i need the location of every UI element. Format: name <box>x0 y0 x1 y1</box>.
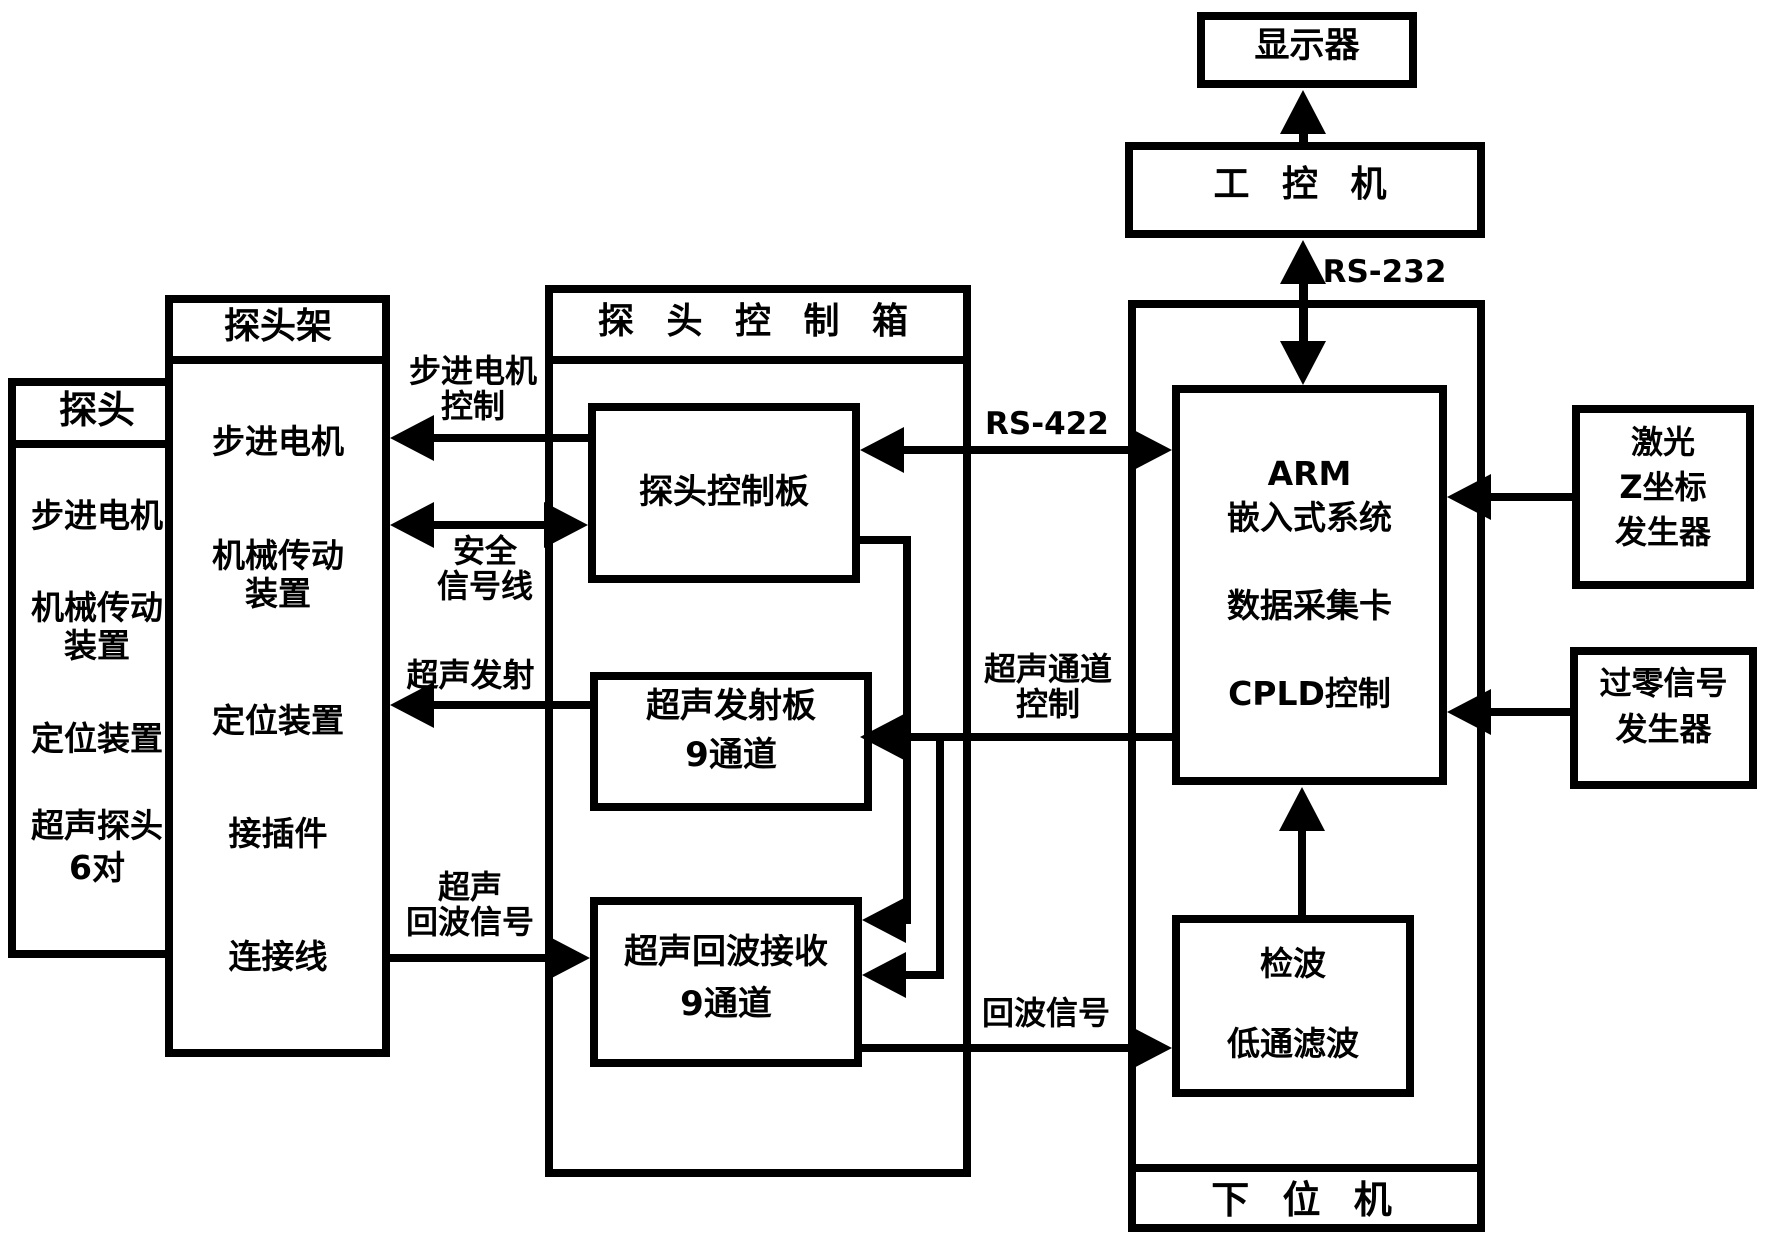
safety-arrowhead-right-icon <box>544 502 588 548</box>
echo-left-label: 超声 回波信号 <box>395 870 545 939</box>
safety-line-label-line1: 安全 <box>452 532 517 570</box>
laser-z-generator-line: 发生器 <box>1614 513 1711 551</box>
probe-frame-item: 步进电机 <box>212 422 344 461</box>
detector-line1: 检波 <box>1260 944 1326 983</box>
probe-control-cabinet-title-separator <box>545 356 971 364</box>
channel-control-label-line2: 控制 <box>1015 684 1080 723</box>
rs422-shaft <box>898 446 1134 454</box>
probe-box <box>8 378 186 958</box>
echo-right-label: 回波信号 <box>981 994 1110 1032</box>
arm-system-line: 嵌入式系统 <box>1227 498 1392 537</box>
zero-crossing-generator-box <box>1570 647 1757 789</box>
channel-feedback-drop2-h <box>900 971 944 979</box>
probe-frame-title: 探头架 <box>223 306 332 347</box>
channel-feedback-drop2-arrowhead-icon <box>862 952 906 998</box>
probe-item: 步进电机 <box>31 496 163 535</box>
ultrasonic-echo-receive-box <box>590 897 862 1067</box>
stepper-control-arrowhead-icon <box>390 415 434 461</box>
probe-frame-item: 连接线 <box>228 937 328 976</box>
industrial-pc-title: 工 控 机 <box>1213 164 1397 205</box>
probe-frame-item: 接插件 <box>228 814 328 853</box>
rs422-arrowhead-left-icon <box>860 427 904 473</box>
ultrasonic-tx-arrowhead-icon <box>390 682 434 728</box>
laser-arm-arrowhead-icon <box>1447 474 1491 520</box>
probe-item: 6对 <box>69 848 125 887</box>
ultrasonic-echo-receive-line2: 9通道 <box>680 984 772 1024</box>
probe-frame-item: 机械传动 <box>212 536 344 575</box>
arm-system-box <box>1172 385 1447 785</box>
probe-title: 探头 <box>58 388 135 432</box>
laser-z-generator-box <box>1572 405 1754 589</box>
laser-arm-shaft <box>1485 493 1572 501</box>
zero-arm-shaft <box>1485 708 1570 716</box>
arm-system-line: ARM <box>1267 454 1352 493</box>
stepper-control-label-line2: 控制 <box>440 386 505 425</box>
probe-frame-title-separator <box>165 356 390 364</box>
ultrasonic-tx-label: 超声发射 <box>406 656 535 694</box>
probe-title-separator <box>8 440 186 448</box>
probe-frame-item: 定位装置 <box>212 701 344 740</box>
probe-control-cabinet-title: 探 头 控 制 箱 <box>597 301 919 342</box>
display-title: 显示器 <box>1254 26 1360 66</box>
probe-control-board-box <box>588 403 860 583</box>
probe-item: 机械传动 <box>31 588 163 627</box>
ultrasonic-echo-receive-line1: 超声回波接收 <box>624 932 828 972</box>
ultrasonic-transmit-board-line1: 超声发射板 <box>646 686 816 726</box>
zero-crossing-line2: 发生器 <box>1615 710 1712 748</box>
display-box <box>1197 12 1417 88</box>
ctrl-feedback-drop1-arrowhead-icon <box>862 897 906 943</box>
rs422-arrowhead-right-icon <box>1128 427 1172 473</box>
ultrasonic-transmit-board-line2: 9通道 <box>685 735 777 775</box>
rs422-label: RS-422 <box>985 406 1109 442</box>
safety-line-label: 安全 信号线 <box>425 534 545 603</box>
display-arrow-shaft <box>1299 128 1308 142</box>
safety-line-shaft <box>428 521 552 529</box>
arm-system-line: CPLD控制 <box>1228 674 1391 713</box>
rs232-arrowhead-up-icon <box>1280 240 1326 284</box>
channel-feedback-drop2-v <box>936 737 944 979</box>
stepper-control-label: 步进电机 控制 <box>398 354 548 423</box>
channel-control-label-line1: 超声通道 <box>983 650 1112 688</box>
rs232-shaft <box>1299 278 1308 345</box>
echo-left-label-line1: 超声 <box>437 868 502 906</box>
rs232-label: RS-232 <box>1322 254 1447 290</box>
channel-control-label: 超声通道 控制 <box>978 652 1118 721</box>
display-arrowhead-icon <box>1280 90 1326 134</box>
probe-item: 装置 <box>64 626 130 665</box>
echo-left-arrowhead-icon <box>546 935 590 981</box>
detector-filter-box <box>1172 915 1414 1097</box>
detector-arm-arrowhead-icon <box>1279 787 1325 831</box>
ctrl-feedback-corner-h <box>856 536 911 544</box>
ultrasonic-transmit-board-box <box>590 672 872 811</box>
laser-z-generator-line: 激光 <box>1630 423 1695 461</box>
zero-crossing-line1: 过零信号 <box>1599 664 1728 702</box>
echo-right-shaft <box>858 1044 1134 1052</box>
ctrl-feedback-corner-v <box>903 536 911 924</box>
laser-z-generator-line: Z坐标 <box>1619 468 1707 506</box>
stepper-control-shaft <box>428 434 588 442</box>
detector-arm-shaft <box>1298 825 1306 915</box>
echo-left-shaft <box>388 954 550 962</box>
stepper-control-label-line1: 步进电机 <box>408 352 537 390</box>
lower-computer-title-separator <box>1128 1164 1485 1172</box>
ultrasonic-tx-shaft <box>428 701 590 709</box>
probe-item: 超声探头 <box>31 806 163 845</box>
channel-control-arrowhead-icon <box>860 714 904 760</box>
arm-system-line: 数据采集卡 <box>1227 586 1392 625</box>
probe-control-board-label: 探头控制板 <box>639 472 809 512</box>
detector-line2: 低通滤波 <box>1227 1024 1359 1063</box>
safety-line-label-line2: 信号线 <box>436 566 533 605</box>
lower-computer-title: 下 位 机 <box>1211 1178 1402 1222</box>
industrial-pc-box <box>1125 142 1485 238</box>
probe-item: 定位装置 <box>31 719 163 758</box>
safety-arrowhead-left-icon <box>390 502 434 548</box>
rs232-arrowhead-down-icon <box>1280 341 1326 385</box>
probe-frame-box <box>165 295 390 1057</box>
probe-frame-item: 装置 <box>245 574 311 613</box>
echo-right-arrowhead-icon <box>1128 1025 1172 1071</box>
echo-left-label-line2: 回波信号 <box>405 902 534 941</box>
channel-control-shaft <box>898 733 1172 741</box>
zero-arm-arrowhead-icon <box>1447 689 1491 735</box>
